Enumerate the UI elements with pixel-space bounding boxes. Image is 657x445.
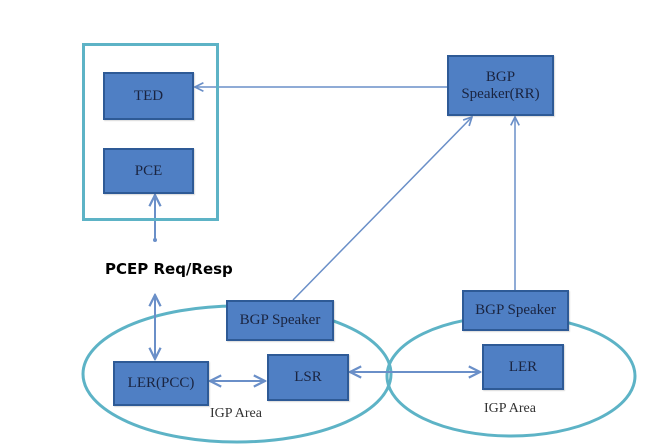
edge-bgp-left-to-rr: [292, 117, 472, 301]
pce-node[interactable]: PCE: [103, 148, 194, 194]
ler-right-label: LER: [508, 358, 538, 375]
lsr-label: LSR: [294, 369, 322, 385]
bgp-speaker-right-node[interactable]: BGP Speaker: [462, 290, 569, 331]
bgp-speaker-rr-node[interactable]: BGP Speaker(RR): [447, 55, 554, 116]
ted-label: TED: [133, 87, 164, 104]
bgp-right-label: BGP Speaker: [475, 302, 556, 318]
edge-pce-pcep-dot: [153, 238, 157, 242]
pcep-req-resp-label: PCEP Req/Resp: [105, 260, 233, 278]
igp-area-right-label: IGP Area: [484, 401, 536, 416]
ler-right-node[interactable]: LER: [482, 344, 564, 390]
pce-label: PCE: [134, 162, 163, 179]
bgp-rr-label-line2: Speaker(RR): [461, 85, 540, 102]
ler-pcc-label: LER(PCC): [127, 375, 195, 391]
ted-node[interactable]: TED: [103, 72, 194, 120]
igp-area-left-label: IGP Area: [210, 406, 262, 421]
ler-pcc-node[interactable]: LER(PCC): [113, 361, 209, 406]
bgp-left-label: BGP Speaker: [239, 312, 321, 328]
pce-ted-container: [82, 43, 219, 221]
bgp-rr-label-line1: BGP: [485, 68, 516, 85]
lsr-node[interactable]: LSR: [267, 354, 349, 401]
bgp-speaker-left-node[interactable]: BGP Speaker: [226, 300, 334, 341]
